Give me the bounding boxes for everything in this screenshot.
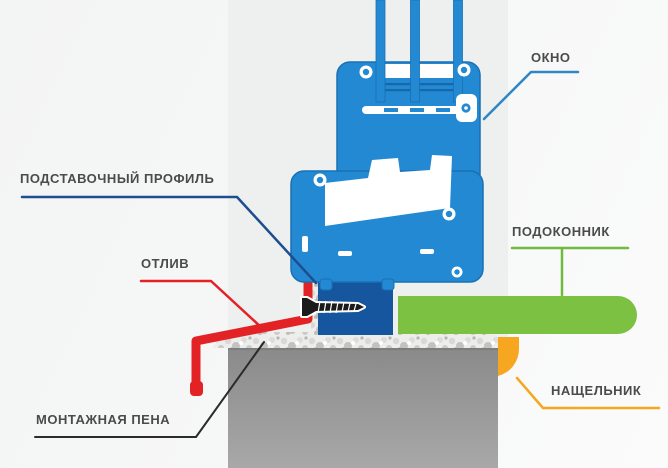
label-window-sill: ПОДОКОННИК <box>512 224 610 239</box>
wall <box>228 348 498 468</box>
glazing-bead-joint <box>362 106 468 114</box>
gasket-curls <box>313 63 471 278</box>
leader-window-sill <box>510 246 630 297</box>
glass-unit <box>375 0 463 103</box>
window-cross-section <box>290 0 484 291</box>
label-window: ОКНО <box>531 50 571 65</box>
leader-support-profile <box>20 195 318 285</box>
label-flashing: НАЩЕЛЬНИК <box>551 383 642 398</box>
leader-drip <box>139 279 264 330</box>
leader-flashing <box>515 376 661 410</box>
leader-mounting-foam <box>34 341 265 438</box>
fixing-screw <box>300 296 366 318</box>
flashing-strip <box>498 337 519 376</box>
window-sill <box>398 296 637 334</box>
label-support-profile: ПОДСТАВОЧНЫЙ ПРОФИЛЬ <box>20 171 215 186</box>
label-mounting-foam: МОНТАЖНАЯ ПЕНА <box>36 412 171 427</box>
leader-window <box>482 70 580 121</box>
label-drip: ОТЛИВ <box>141 256 190 271</box>
